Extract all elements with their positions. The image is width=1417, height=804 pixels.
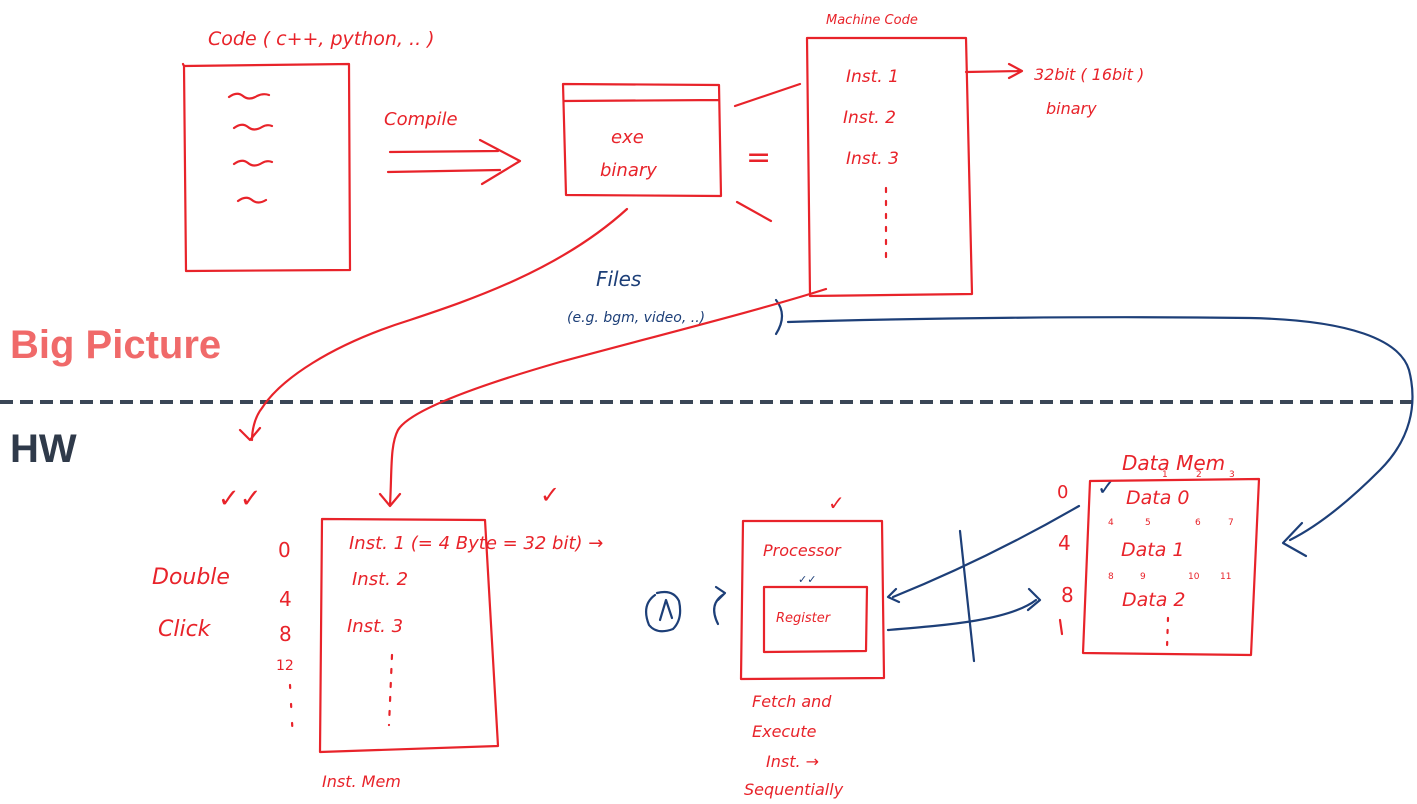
loop-icon	[644, 590, 682, 633]
inst-mem-item-2: Inst. 2	[352, 569, 408, 590]
machine-inst-2: Inst. 2	[843, 108, 896, 128]
data-byte-index: 5	[1145, 518, 1151, 528]
loop-icon-inner	[658, 598, 674, 622]
inst-mem-check: ✓	[540, 481, 560, 509]
data-to-register-arrow	[886, 504, 1081, 604]
machine-inst-3: Inst. 3	[846, 149, 899, 169]
equals-sign: =	[746, 140, 771, 175]
files-bracket	[774, 298, 784, 336]
files-label: Files	[596, 267, 641, 291]
double-click-check: ✓✓	[218, 484, 262, 514]
inst-mem-addr-4: 4	[279, 587, 292, 611]
machine-code-title: Machine Code	[826, 13, 918, 28]
code-line-3	[232, 159, 274, 167]
data-byte-index: 2	[1196, 470, 1202, 480]
inst-mem-addr-12: 12	[276, 658, 294, 674]
code-line-4	[236, 196, 268, 204]
exe-label: exe	[611, 127, 644, 148]
data-mem-addr-4: 4	[1058, 531, 1071, 555]
data-byte-index: 9	[1140, 572, 1146, 582]
data-byte-index: 3	[1229, 470, 1235, 480]
machine-code-to-inst-mem-arrowhead	[378, 492, 402, 508]
data-byte-index: 1	[1162, 470, 1168, 480]
exe-to-double-click-curve	[250, 207, 629, 442]
data-mem-check: ✓	[1097, 476, 1115, 501]
compile-label: Compile	[384, 109, 458, 130]
data-mem-addr-ellipsis	[1058, 618, 1064, 636]
fetch-line-2: Execute	[752, 722, 817, 741]
files-to-data-mem-curve	[786, 316, 1414, 542]
exe-to-double-click-arrowhead	[238, 426, 262, 442]
code-box	[181, 62, 352, 273]
inst-mem-label: Inst. Mem	[322, 772, 401, 791]
register-to-data-arrow	[886, 587, 1042, 632]
code-line-1	[227, 92, 271, 100]
double-click-label-2: Click	[158, 617, 212, 642]
data-byte-row-0: 1 2 3	[1162, 470, 1235, 480]
inst-mem-box	[318, 517, 500, 754]
processor-label: Processor	[763, 541, 842, 560]
inst-mem-addr-8: 8	[279, 622, 292, 646]
data-item-0: Data 0	[1126, 487, 1190, 509]
data-byte-row-2: 8 9 10 11	[1108, 572, 1231, 582]
data-mem-addr-8: 8	[1061, 583, 1074, 607]
exe-box	[561, 82, 723, 198]
data-byte-index: 4	[1108, 518, 1114, 528]
binary-label: binary	[600, 160, 657, 181]
machine-inst-1: Inst. 1	[846, 67, 899, 87]
machine-code-to-inst-mem-curve	[388, 287, 828, 507]
data-item-2: Data 2	[1122, 589, 1186, 611]
section-label-big-picture: Big Picture	[10, 323, 221, 367]
inst-mem-addr-0: 0	[278, 538, 291, 562]
data-mem-title: Data Mem	[1122, 451, 1225, 475]
data-mem-ellipsis	[1165, 616, 1170, 650]
inst-mem-ellipsis	[387, 653, 394, 727]
machine-code-box	[805, 36, 974, 298]
code-title: Code ( c++, python, .. )	[208, 28, 435, 50]
processor-box	[739, 519, 886, 681]
data-byte-index: 6	[1195, 518, 1201, 528]
bus-divider-line	[958, 529, 976, 663]
register-label: Register	[776, 611, 832, 626]
inst-mem-item-3: Inst. 3	[347, 616, 403, 637]
processor-check: ✓	[828, 491, 845, 515]
files-to-data-mem-arrowhead	[1281, 521, 1308, 558]
compile-arrow	[386, 138, 522, 186]
inst-mem-item-1: Inst. 1 (= 4 Byte = 32 bit) →	[349, 533, 603, 554]
expand-ray-bottom	[735, 200, 773, 223]
code-line-2	[232, 123, 274, 131]
fetch-line-1: Fetch and	[752, 692, 832, 711]
register-box	[762, 585, 869, 654]
bit-note-binary: binary	[1046, 99, 1097, 118]
expand-ray-top	[733, 82, 802, 108]
bit-arrow	[964, 62, 1024, 80]
data-byte-index: 8	[1108, 572, 1114, 582]
data-item-1: Data 1	[1121, 539, 1185, 561]
data-mem-box	[1081, 477, 1261, 657]
loop-arrow	[713, 585, 727, 626]
data-byte-index: 11	[1220, 572, 1231, 582]
data-byte-index: 7	[1228, 518, 1234, 528]
section-label-hw: HW	[10, 427, 77, 471]
fetch-line-4: Sequentially	[744, 780, 844, 799]
files-example: (e.g. bgm, video, ..)	[567, 310, 705, 326]
bit-note: 32bit ( 16bit )	[1034, 65, 1144, 84]
data-byte-row-1: 4 5 6 7	[1108, 518, 1234, 528]
processor-double-check: ✓✓	[798, 573, 816, 586]
inst-mem-addr-ellipsis	[288, 683, 295, 742]
data-byte-index: 10	[1188, 572, 1200, 582]
data-mem-addr-0: 0	[1057, 482, 1068, 503]
double-click-label: Double	[152, 565, 230, 590]
fetch-line-3: Inst. →	[766, 752, 819, 771]
